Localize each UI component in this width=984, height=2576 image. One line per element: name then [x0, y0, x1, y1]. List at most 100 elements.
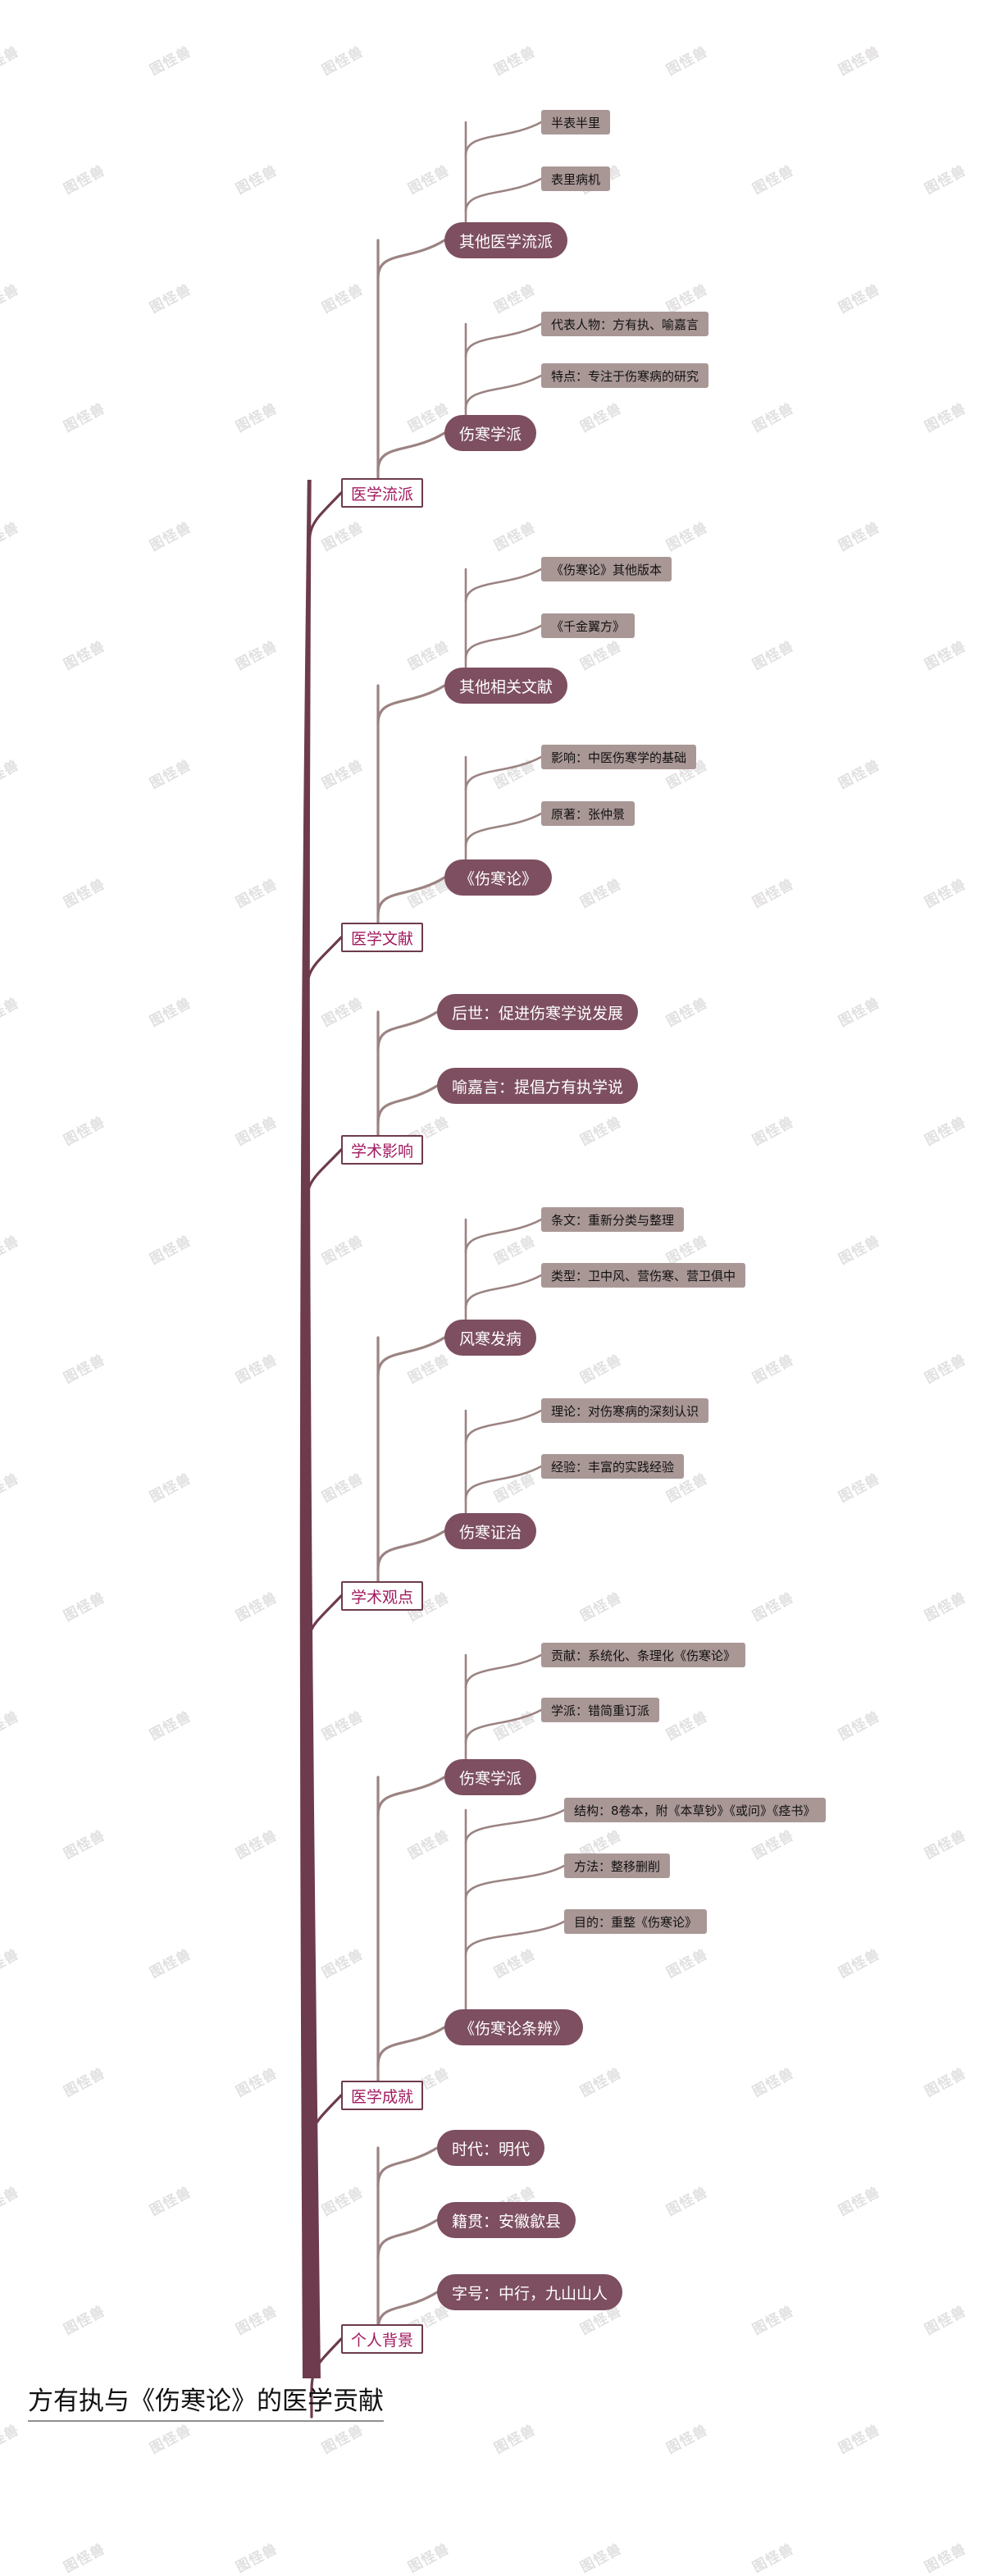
- leaf-node-school-feature[interactable]: 特点：专注于伤寒病的研究: [541, 363, 709, 388]
- connector-line: [464, 812, 543, 848]
- connector-line: [307, 491, 343, 572]
- node-label: 表里病机: [551, 171, 601, 187]
- connector-line: [376, 1336, 446, 1377]
- watermark-text: 图怪兽: [233, 2541, 280, 2576]
- leaf-node-school-cuojian[interactable]: 学派：错简重订派: [541, 1698, 660, 1722]
- connector-line: [376, 2146, 439, 2187]
- connector-line: [464, 1653, 543, 1689]
- node-label: 条文：重新分类与整理: [551, 1212, 675, 1228]
- leaf-node-purpose-restructure[interactable]: 目的：重整《伤寒论》: [564, 1909, 708, 1934]
- watermark-text: 图怪兽: [749, 2541, 797, 2576]
- connector-line: [464, 121, 543, 157]
- connector-line: [464, 1808, 566, 1844]
- node-label: 《伤寒论》其他版本: [551, 562, 663, 577]
- connector-line: [376, 1530, 446, 1571]
- sub-node-other-schools[interactable]: 其他医学流派: [444, 222, 568, 258]
- connector-line: [464, 1708, 543, 1744]
- node-label: 原著：张仲景: [551, 806, 626, 822]
- connector-line: [464, 568, 543, 604]
- node-label: 类型：卫中风、营伤寒、营卫俱中: [551, 1268, 736, 1283]
- leaf-node-contribution-systematize[interactable]: 贡献：系统化、条理化《伤寒论》: [541, 1643, 746, 1667]
- leaf-node-qianjin-yifang[interactable]: 《千金翼方》: [541, 613, 636, 638]
- connector-line: [376, 239, 446, 280]
- sub-node-later-generations[interactable]: 后世：促进伤寒学说发展: [437, 994, 639, 1030]
- node-label: 后世：促进伤寒学说发展: [452, 1004, 624, 1023]
- node-label: 医学文献: [351, 929, 414, 948]
- leaf-node-theory-insight[interactable]: 理论：对伤寒病的深刻认识: [541, 1398, 709, 1423]
- branch-node-medical-literature[interactable]: 医学文献: [341, 923, 424, 952]
- connector-line: [464, 177, 543, 213]
- connector-line: [376, 2291, 439, 2332]
- node-label: 特点：专注于伤寒病的研究: [551, 368, 699, 384]
- branch-node-medical-achievements[interactable]: 医学成就: [341, 2081, 424, 2110]
- branch-node-academic-views[interactable]: 学术观点: [341, 1581, 424, 1611]
- leaf-node-disease-types[interactable]: 类型：卫中风、营伤寒、营卫俱中: [541, 1263, 746, 1288]
- node-label: 伤寒学派: [459, 1769, 522, 1788]
- leaf-node-half-exterior-interior[interactable]: 半表半里: [541, 110, 611, 134]
- connector-line: [464, 374, 543, 410]
- connector-line: [376, 684, 446, 725]
- leaf-node-structure-volumes[interactable]: 结构：8卷本，附《本草钞》《或问》《痉书》: [564, 1798, 826, 1822]
- node-label: 经验：丰富的实践经验: [551, 1459, 675, 1475]
- connector-line: [303, 1148, 343, 1229]
- node-label: 其他医学流派: [459, 232, 554, 251]
- connector-line: [305, 1594, 343, 1676]
- connector-line: [464, 1409, 543, 1445]
- sub-node-shanghanlun-tiaobian[interactable]: 《伤寒论条辨》: [444, 2009, 584, 2045]
- node-label: 学派：错简重订派: [551, 1703, 650, 1718]
- watermark-text: 图怪兽: [922, 2541, 969, 2576]
- node-label: 《伤寒论》: [459, 869, 538, 888]
- leaf-node-shanghanlun-other-editions[interactable]: 《伤寒论》其他版本: [541, 557, 672, 581]
- connector-line: [299, 480, 321, 2378]
- connector-line: [376, 1776, 446, 1817]
- sub-node-courtesy-name[interactable]: 字号：中行，九山山人: [437, 2274, 623, 2310]
- sub-node-other-related-literature[interactable]: 其他相关文献: [444, 668, 568, 704]
- node-label: 方法：整移删削: [574, 1858, 661, 1874]
- node-label: 半表半里: [551, 115, 601, 130]
- node-label: 字号：中行，九山山人: [452, 2284, 608, 2303]
- connector-line: [376, 2026, 446, 2067]
- page-title: 方有执与《伤寒论》的医学贡献: [28, 2380, 384, 2422]
- leaf-node-exterior-interior-pathogenesis[interactable]: 表里病机: [541, 166, 611, 191]
- sub-node-wind-cold-onset[interactable]: 风寒发病: [444, 1320, 537, 1356]
- leaf-node-practical-experience[interactable]: 经验：丰富的实践经验: [541, 1454, 685, 1479]
- node-label: 贡献：系统化、条理化《伤寒论》: [551, 1648, 736, 1663]
- sub-node-cold-damage-school[interactable]: 伤寒学派: [444, 415, 537, 451]
- sub-node-cold-damage-diagnosis[interactable]: 伤寒证治: [444, 1513, 537, 1549]
- connector-line: [308, 2094, 343, 2175]
- node-label: 目的：重整《伤寒论》: [574, 1914, 698, 1930]
- node-label: 个人背景: [351, 2331, 414, 2350]
- leaf-node-representative-figures[interactable]: 代表人物：方有执、喻嘉言: [541, 312, 709, 336]
- branch-node-medical-schools[interactable]: 医学流派: [341, 478, 424, 508]
- leaf-node-original-author[interactable]: 原著：张仲景: [541, 801, 636, 826]
- sub-node-cold-damage-school-2[interactable]: 伤寒学派: [444, 1759, 537, 1795]
- sub-node-shanghanlun[interactable]: 《伤寒论》: [444, 859, 553, 896]
- leaf-node-influence-foundation[interactable]: 影响：中医伤寒学的基础: [541, 745, 697, 769]
- branch-node-personal-background[interactable]: 个人背景: [341, 2324, 424, 2354]
- node-label: 学术观点: [351, 1588, 414, 1607]
- node-label: 学术影响: [351, 1142, 414, 1160]
- leaf-node-method-rearrange[interactable]: 方法：整移删削: [564, 1853, 671, 1878]
- leaf-node-article-reclassification[interactable]: 条文：重新分类与整理: [541, 1207, 685, 1232]
- branch-node-academic-influence[interactable]: 学术影响: [341, 1135, 424, 1165]
- node-label: 伤寒学派: [459, 425, 522, 444]
- node-label: 风寒发病: [459, 1329, 522, 1348]
- sub-node-era-ming[interactable]: 时代：明代: [437, 2130, 545, 2166]
- connector-line: [376, 2218, 439, 2259]
- watermark-text: 图怪兽: [577, 2541, 625, 2576]
- connector-line: [464, 755, 543, 791]
- node-label: 医学成就: [351, 2087, 414, 2106]
- connector-line: [464, 1864, 566, 1900]
- connector-line: [376, 876, 446, 917]
- sub-node-yu-jiayan[interactable]: 喻嘉言：提倡方有执学说: [437, 1068, 639, 1104]
- watermark-text: 图怪兽: [405, 2541, 453, 2576]
- page-title-wrapper: 方有执与《伤寒论》的医学贡献: [28, 2380, 384, 2422]
- watermark-text: 图怪兽: [61, 2541, 108, 2576]
- sub-node-origin-anhui[interactable]: 籍贯：安徽歙县: [437, 2202, 576, 2238]
- node-label: 时代：明代: [452, 2140, 531, 2159]
- connector-line: [464, 322, 543, 358]
- connector-line: [464, 1465, 543, 1501]
- node-label: 结构：8卷本，附《本草钞》《或问》《痉书》: [574, 1803, 816, 1818]
